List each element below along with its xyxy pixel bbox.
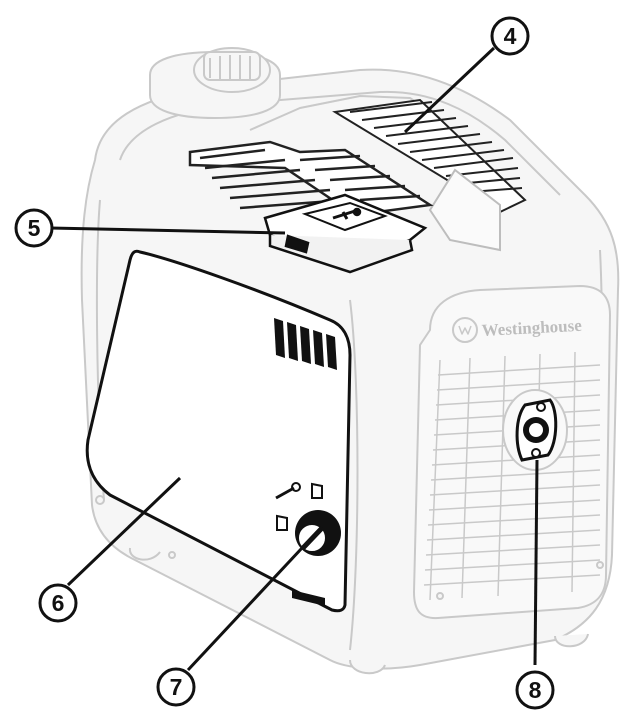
control-cover [263,193,428,274]
side-panel-vents [274,318,337,370]
choke-fuel-dial [275,482,341,556]
panel-handle-slot [292,590,325,606]
leader-7 [186,546,304,672]
callout-6: 6 [38,583,78,623]
fuel-off-icon [276,514,288,531]
leader-6 [66,476,182,587]
callout-label: 4 [504,23,517,49]
callout-label: 8 [529,677,542,703]
callout-7: 7 [156,667,196,707]
front-top-vent [188,140,434,217]
fuel-can-icon [311,482,323,499]
key-icon [275,486,295,500]
leader-4 [403,46,496,134]
leader-8 [533,459,539,666]
callout-4: 4 [490,16,530,56]
callout-label: 5 [28,215,41,241]
callout-5: 5 [14,208,54,248]
callout-8: 8 [515,670,555,710]
side-access-panel [85,249,352,613]
ac-outlet [515,398,558,462]
leader-lines [49,46,539,672]
callout-label: 6 [52,590,65,616]
leader-5 [49,226,286,235]
callout-label: 7 [170,674,183,700]
